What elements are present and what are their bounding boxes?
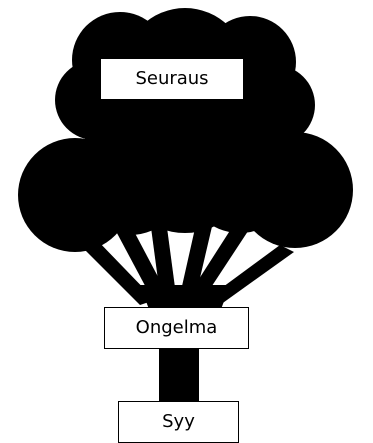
problem-label-box: Ongelma xyxy=(104,307,249,349)
tree-trunk xyxy=(159,345,199,405)
effect-label: Seuraus xyxy=(135,70,208,88)
cause-label: Syy xyxy=(162,413,195,431)
effect-label-box: Seuraus xyxy=(101,59,243,99)
cause-label-box: Syy xyxy=(118,401,239,443)
tree-canopy xyxy=(18,8,353,252)
problem-label: Ongelma xyxy=(136,319,218,337)
